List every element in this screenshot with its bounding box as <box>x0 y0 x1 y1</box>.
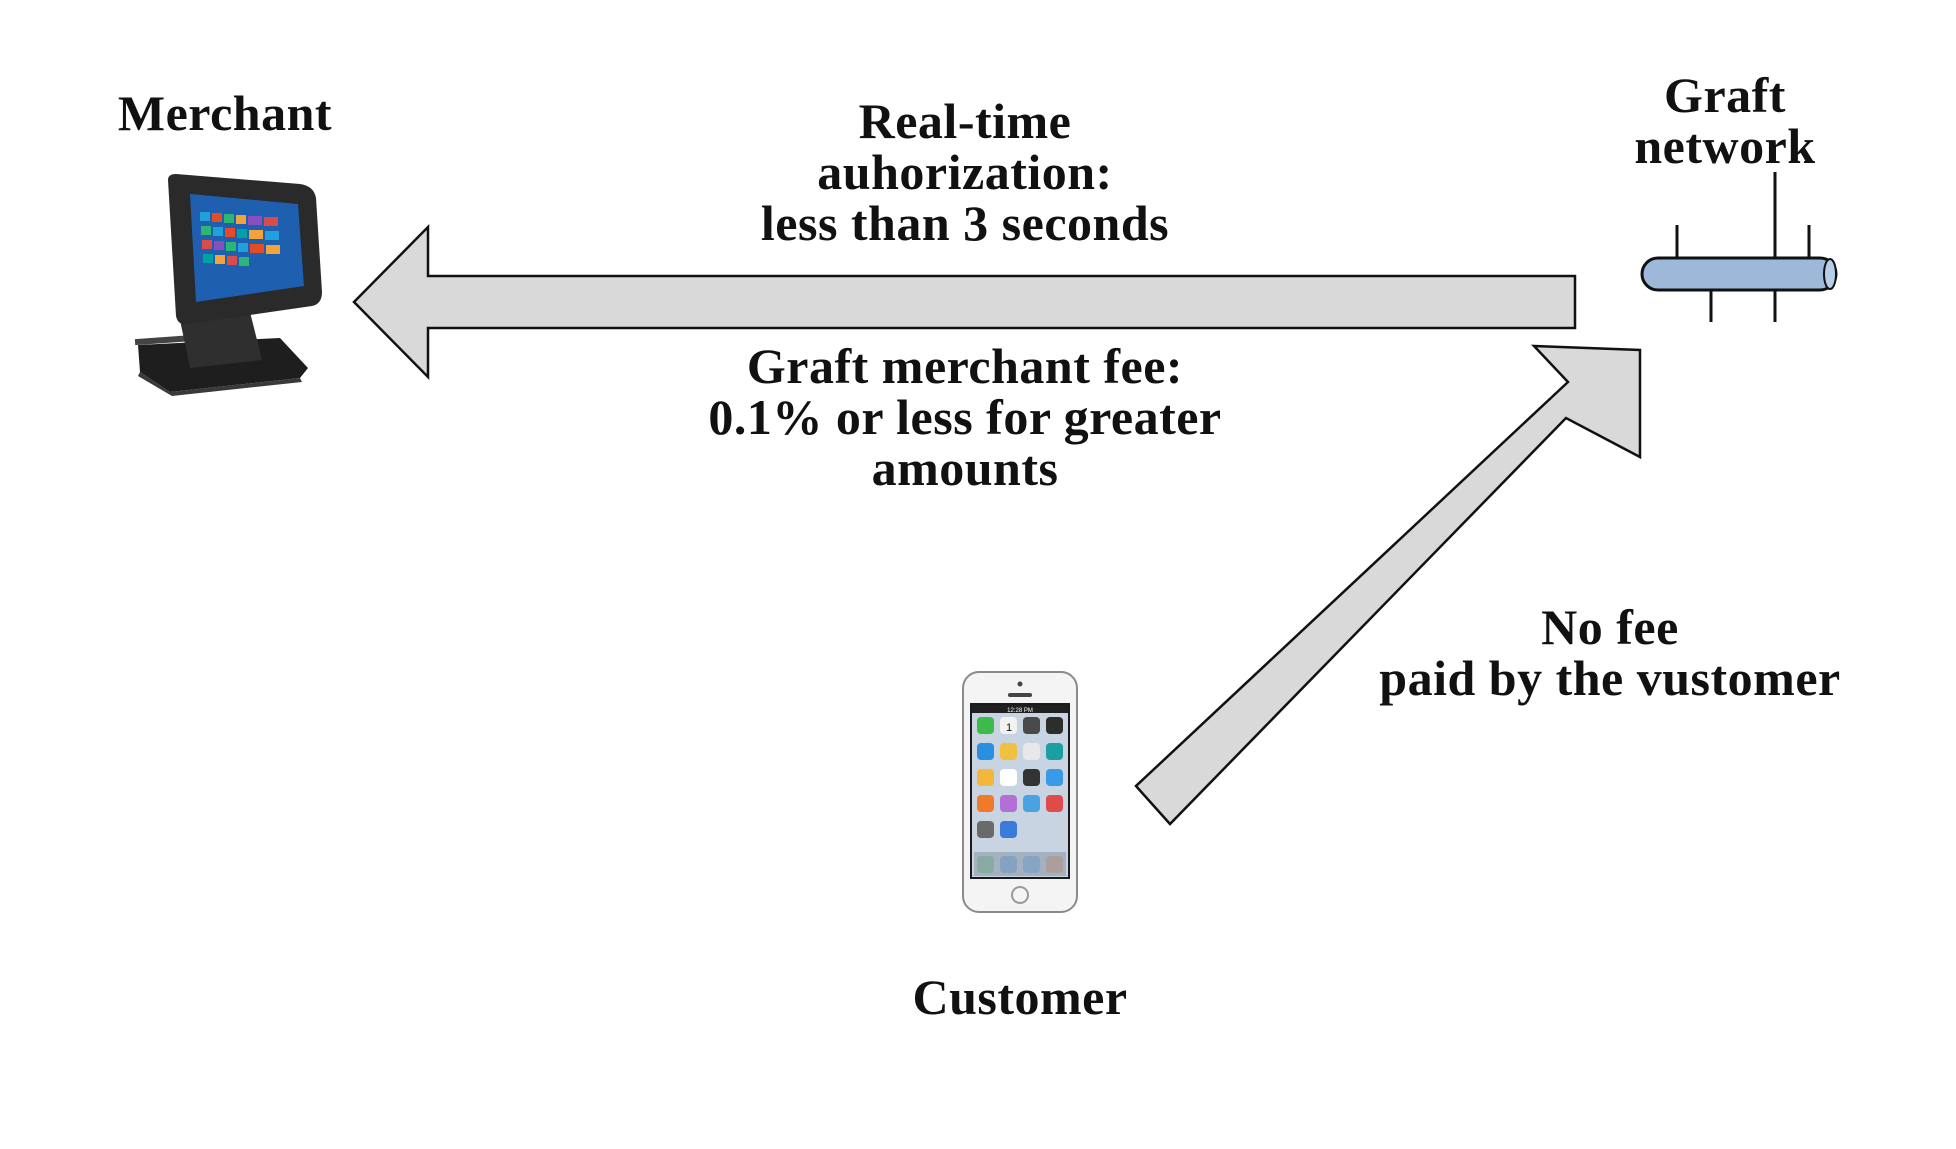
customer-fee-label: No fee paid by the vustomer <box>1330 602 1890 704</box>
phone-app-icon <box>977 821 994 838</box>
network-bus-icon <box>1640 172 1838 322</box>
phone-app-icon <box>1023 769 1040 786</box>
phone-app-icon <box>977 717 994 734</box>
merchant-fee-line-1: Graft merchant fee: <box>746 338 1184 394</box>
phone-app-icon <box>1046 717 1063 734</box>
authorization-arrow <box>352 223 1577 381</box>
authorization-label: Real-time auhorization: less than 3 seco… <box>665 96 1265 249</box>
authorization-line-2: auhorization: <box>817 144 1113 200</box>
phone-app-icon <box>1046 743 1063 760</box>
graft-network-line-1: Graft <box>1664 67 1786 123</box>
phone-app-icon <box>977 795 994 812</box>
merchant-label: Merchant <box>117 85 333 141</box>
authorization-line-1: Real-time <box>858 93 1072 149</box>
phone-app-icon <box>1000 821 1017 838</box>
phone-app-icon <box>1023 717 1040 734</box>
merchant-fee-line-3: amounts <box>871 440 1059 496</box>
merchant-fee-label: Graft merchant fee: 0.1% or less for gre… <box>665 341 1265 494</box>
phone-app-icon <box>1023 743 1040 760</box>
graft-network-line-2: network <box>1634 118 1816 174</box>
phone-app-icon <box>1000 743 1017 760</box>
customer-fee-line-2: paid by the vustomer <box>1379 650 1841 706</box>
phone-app-icon <box>1046 769 1063 786</box>
customer-fee-line-1: No fee <box>1541 599 1679 655</box>
phone-app-icon <box>977 769 994 786</box>
phone-app-icon <box>1000 717 1017 734</box>
smartphone-icon: 12:28 PM 1 <box>962 671 1078 913</box>
phone-app-icon <box>1000 769 1017 786</box>
graft-network-label: Graft network <box>1590 70 1860 172</box>
phone-app-icon <box>1000 795 1017 812</box>
phone-app-icon <box>1046 795 1063 812</box>
merchant-fee-line-2: 0.1% or less for greater <box>708 389 1222 445</box>
pos-terminal-icon <box>134 174 322 396</box>
phone-app-icon <box>1023 795 1040 812</box>
customer-label: Customer <box>912 969 1128 1025</box>
authorization-line-3: less than 3 seconds <box>760 195 1170 251</box>
payment-arrow <box>1134 344 1642 826</box>
phone-calendar-day: 1 <box>1006 722 1012 734</box>
phone-status-time: 12:28 PM <box>1007 708 1033 714</box>
phone-app-icon <box>977 743 994 760</box>
